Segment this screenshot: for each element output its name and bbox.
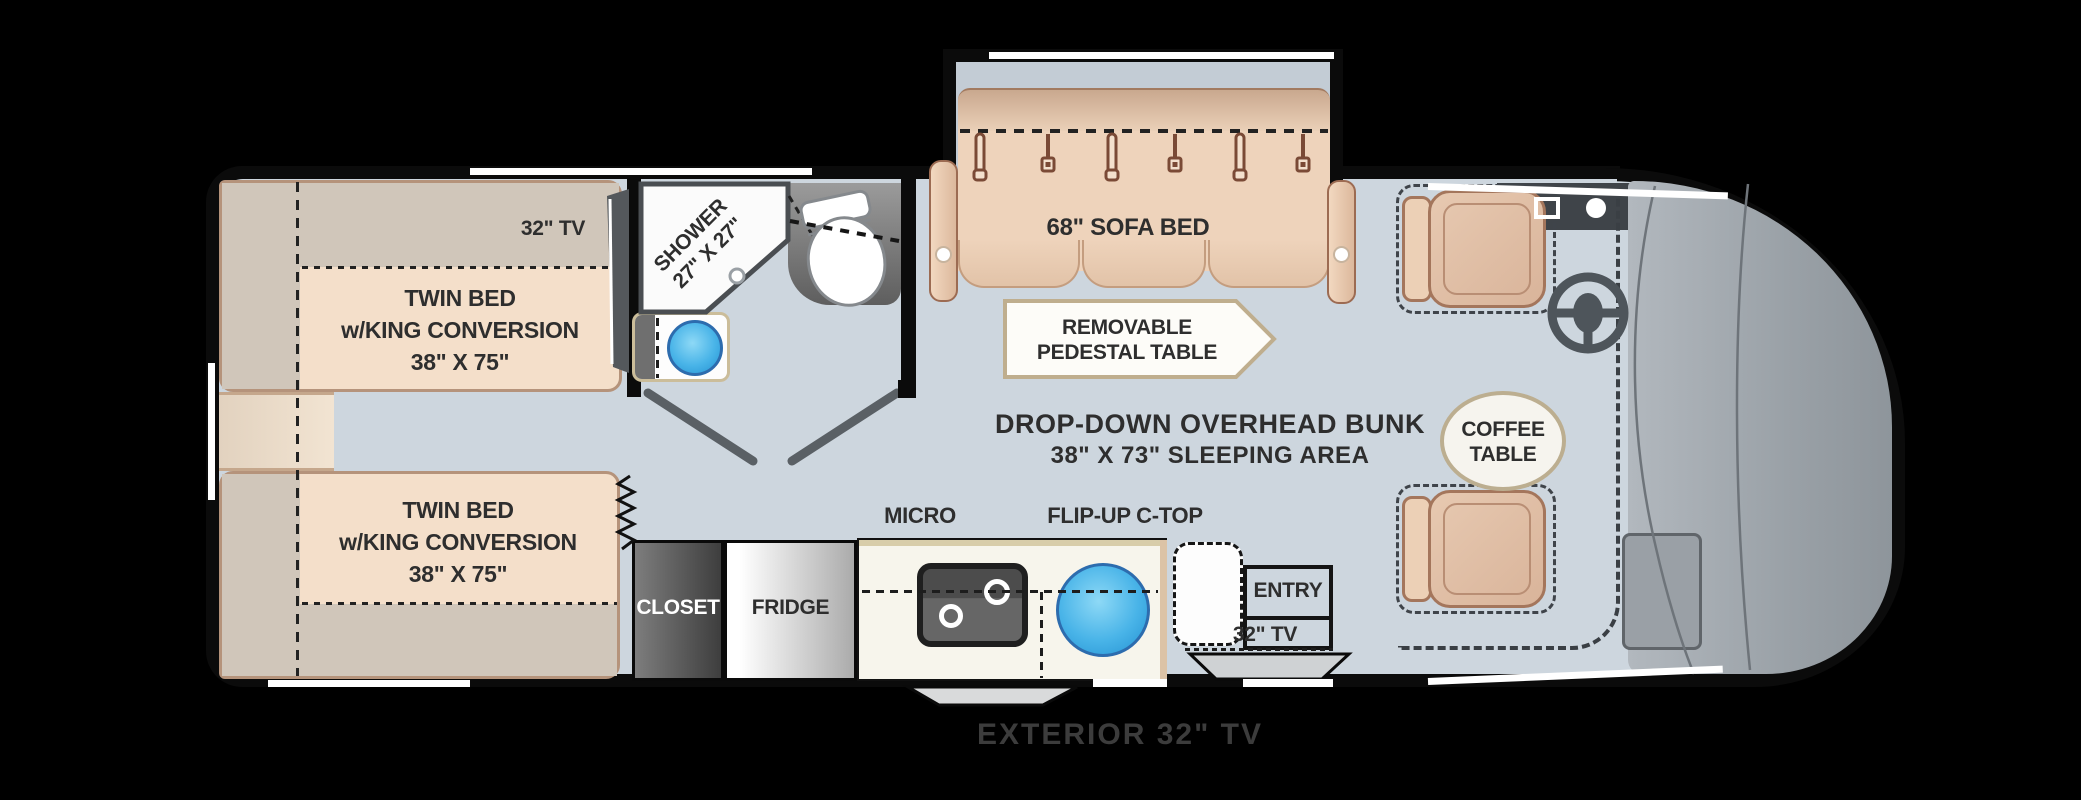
sofa-backrest [958, 88, 1330, 133]
stove-cooktop [917, 563, 1028, 647]
micro-label: MICRO [884, 503, 956, 528]
kitchen-exterior-step [902, 685, 1078, 707]
bath-sink-cabinet [632, 312, 730, 382]
kitchen-sink [1056, 563, 1150, 657]
sofa-armrest-right [1327, 180, 1356, 304]
window-rear-wall [208, 363, 215, 500]
entry-label: ENTRY [1253, 579, 1323, 602]
bed-top-label: TWIN BED w/KING CONVERSION 38" X 75" [341, 285, 579, 376]
bed-bottom-filler-strip [222, 474, 300, 676]
bedroom-tv-label: 32" TV [520, 217, 586, 240]
counter-top-edge [859, 540, 1165, 546]
bath-right-wall [901, 166, 916, 398]
sofa-cushion-1 [958, 240, 1080, 288]
flip-up-counter [1173, 542, 1243, 646]
window-slideout [989, 52, 1334, 59]
entry-divider-line [1243, 616, 1333, 620]
window-bottom-bedroom [268, 680, 470, 687]
exterior-tv-label: EXTERIOR 32" TV [977, 718, 1263, 751]
bed-top-dotted-line [302, 266, 617, 269]
bed-bottom-head-band [298, 604, 617, 676]
sofa-bed-label: 68" SOFA BED [1046, 214, 1210, 241]
cab-dashed-boundary [1398, 190, 1620, 650]
burner-small [939, 604, 963, 628]
sofa-cushion-2 [1082, 240, 1206, 288]
king-conversion-dashed-line [296, 182, 299, 676]
coffee-table [1440, 391, 1566, 491]
bath-sink-bowl [667, 320, 723, 376]
sofa-cushion-3 [1208, 240, 1330, 288]
bath-sink-side-panel [635, 315, 655, 379]
bath-sink-dashed-line [656, 318, 659, 378]
entry-tv-label: 32" TV [1232, 623, 1298, 646]
closet [632, 540, 724, 681]
cupholder-right [1333, 246, 1350, 263]
fridge-label: FRIDGE [751, 596, 830, 619]
door-gap-entry [1243, 679, 1333, 687]
bed-bottom-dotted-line [302, 602, 617, 605]
cupholder-left [935, 246, 952, 263]
coffee-table-label: COFFEE TABLE [1461, 418, 1545, 466]
fridge [724, 540, 857, 681]
bed-top-head-band [298, 183, 619, 267]
counter-right-edge [1160, 540, 1167, 679]
sofa-armrest-left [929, 160, 958, 302]
closet-label: CLOSET [636, 596, 720, 619]
bed-top-filler-strip [222, 183, 300, 389]
door-gap-kitchen [1093, 679, 1167, 687]
bed-bottom-label: TWIN BED w/KING CONVERSION 38" X 75" [339, 497, 577, 588]
bunk-label-line2: 38" X 73" SLEEPING AREA [1050, 442, 1370, 469]
counter-dashed-line-v [1040, 592, 1043, 678]
twin-bed-bottom [219, 471, 620, 679]
twin-bed-top [219, 180, 622, 392]
toilet-alcove [788, 183, 901, 305]
bedside-cabinet [219, 392, 334, 471]
window-top-bedroom [470, 168, 812, 175]
sofa-dashed-line [960, 129, 1328, 133]
passenger-seat-inner [1443, 503, 1531, 595]
counter-dashed-line-h [862, 590, 1158, 593]
bunk-label-line1: DROP-DOWN OVERHEAD BUNK [995, 409, 1425, 439]
entry-dotted-line [1185, 648, 1333, 651]
pedestal-table-label: REMOVABLE PEDESTAL TABLE [1036, 316, 1218, 364]
flip-up-label: FLIP-UP C-TOP [1047, 503, 1203, 528]
driver-seat-inner [1443, 203, 1531, 295]
dash-console [1622, 533, 1702, 650]
